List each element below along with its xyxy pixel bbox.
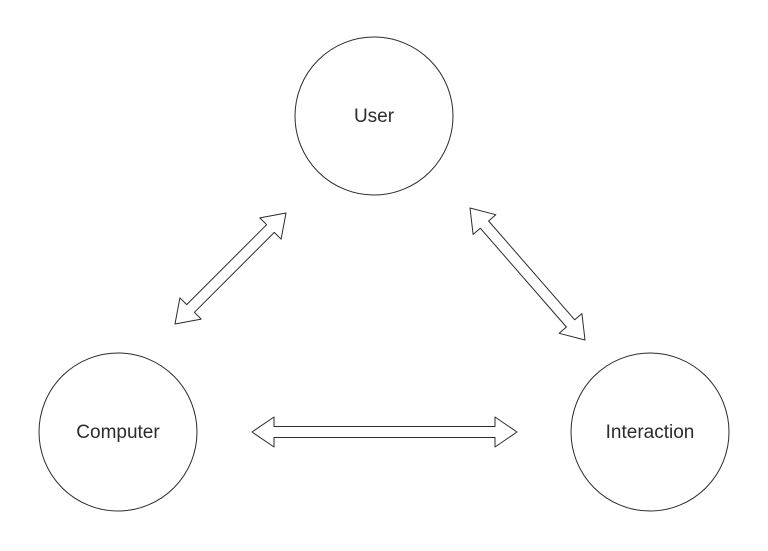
double-arrow-user-interaction (469, 207, 586, 341)
node-interaction-label: Interaction (606, 422, 695, 443)
arrow-user-computer (174, 212, 287, 325)
node-computer: Computer (38, 352, 198, 512)
node-user-label: User (354, 106, 395, 127)
node-interaction-circle (570, 352, 730, 512)
node-user: User (294, 36, 454, 196)
arrow-computer-interaction (251, 416, 518, 448)
double-arrow-user-computer (174, 212, 287, 325)
node-interaction: Interaction (570, 352, 730, 512)
node-computer-circle (38, 352, 198, 512)
arrow-user-interaction (469, 207, 586, 341)
node-user-circle (294, 36, 454, 196)
node-computer-label: Computer (76, 422, 160, 443)
double-arrow-computer-interaction (251, 416, 518, 448)
